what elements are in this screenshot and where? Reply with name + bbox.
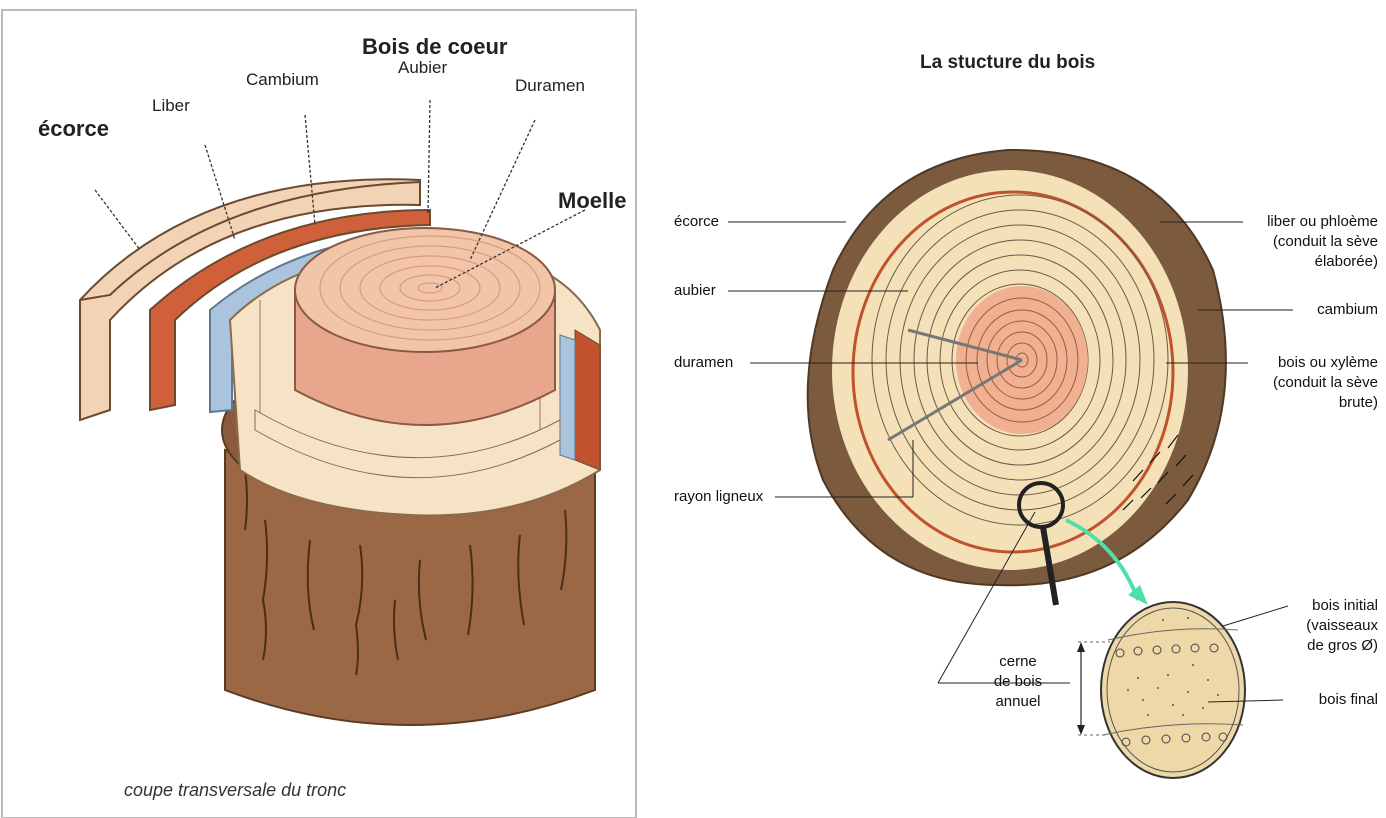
label-rayon: rayon ligneux bbox=[674, 487, 763, 507]
label-duramen: Duramen bbox=[515, 76, 585, 96]
caption: coupe transversale du tronc bbox=[124, 780, 346, 801]
label-moelle: Moelle bbox=[558, 188, 626, 214]
trunk-section-illustration: écorce Liber Cambium Bois de coeur Aubie… bbox=[0, 0, 640, 818]
label-duramen-right: duramen bbox=[674, 353, 733, 373]
label-aubier: Aubier bbox=[398, 58, 447, 78]
label-bois-final: bois final bbox=[1268, 690, 1378, 710]
detail-wood-sample bbox=[1101, 602, 1245, 778]
wood-structure-diagram: La stucture du bois bbox=[648, 0, 1386, 818]
label-liber-right: liber ou phloème (conduit la sève élabor… bbox=[1228, 212, 1378, 272]
label-bois-right: bois ou xylème (conduit la sève brute) bbox=[1228, 353, 1378, 413]
label-ecorce-right: écorce bbox=[674, 212, 719, 232]
label-cambium: Cambium bbox=[246, 70, 319, 90]
label-liber: Liber bbox=[152, 96, 190, 116]
label-ecorce: écorce bbox=[38, 116, 109, 142]
label-bois-de-coeur: Bois de coeur bbox=[362, 34, 507, 60]
label-cerne: cerne de bois annuel bbox=[978, 652, 1058, 712]
label-aubier-right: aubier bbox=[674, 281, 716, 301]
label-bois-initial: bois initial (vaisseaux de gros Ø) bbox=[1268, 596, 1378, 656]
label-cambium-right: cambium bbox=[1228, 300, 1378, 320]
